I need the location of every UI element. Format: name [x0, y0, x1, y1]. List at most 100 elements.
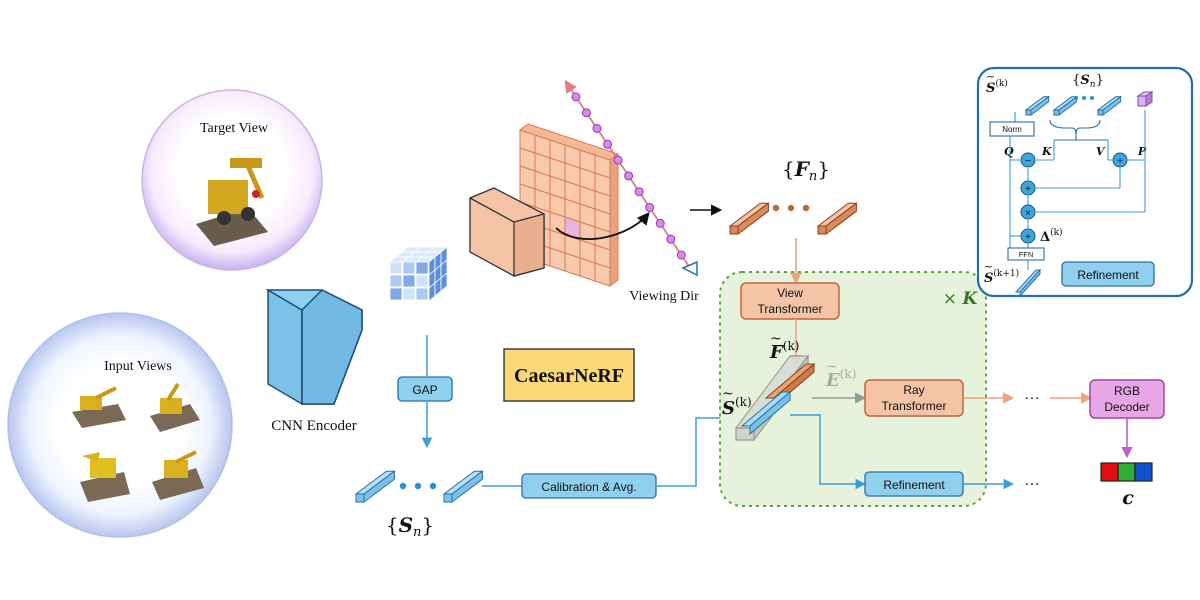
viewing-ray: [564, 79, 691, 269]
viewing-dir-icon: [681, 260, 698, 277]
ray-sample-point: [645, 203, 655, 213]
rgb-decoder-label-2: Decoder: [1104, 400, 1149, 414]
feature-vector: [354, 470, 396, 503]
combined-vector-stack: [734, 354, 816, 442]
view-transformer-label-2: Transformer: [758, 302, 823, 316]
ray-sample-point: [634, 187, 644, 197]
ray-sample-point: [571, 92, 581, 102]
ray-transformer-label-1: Ray: [903, 383, 924, 397]
input-view-thumbnail: [80, 452, 130, 502]
repeat-label: × K: [943, 289, 979, 309]
svg-text:−: −: [1025, 155, 1031, 167]
svg-text:+: +: [1117, 156, 1123, 167]
ray-sample-point: [581, 108, 591, 118]
inset-add-op: +: [1020, 228, 1036, 244]
f-n-vectors: [728, 202, 858, 235]
ray-transformer-box: Ray Transformer: [864, 379, 964, 417]
sample-arrow: [555, 212, 650, 240]
ray-sample-point: [666, 234, 676, 244]
inset-p-cube: [1136, 91, 1154, 107]
camera-frustum: [469, 187, 545, 277]
feature-vector: [728, 202, 770, 235]
cnn-encoder-block: CNN Encoder: [265, 288, 363, 434]
inset-v-label: V: [1096, 145, 1106, 158]
f-n-label: {Fn}: [782, 157, 830, 184]
calibration-box: Calibration & Avg.: [521, 473, 657, 499]
inset-k-label: K: [1041, 145, 1052, 158]
s-k-label: S(k): [722, 395, 752, 419]
cube-cell: [440, 272, 448, 292]
cube-cell: [402, 287, 416, 301]
f-k-tilde: ~: [770, 331, 782, 347]
input-view-thumbnail: [72, 386, 126, 428]
cnn-encoder-label: CNN Encoder: [271, 418, 356, 434]
gap-label: GAP: [412, 383, 437, 397]
svg-text:×: ×: [1025, 208, 1031, 219]
s-k-tilde: ~: [722, 386, 734, 402]
ray-sample-point: [592, 124, 602, 133]
s-n-label: {Sn}: [386, 513, 434, 540]
feature-cube: [388, 246, 449, 302]
inset-s-n-label: {Sn}: [1072, 73, 1104, 90]
e-k-label: E(k): [825, 367, 856, 391]
svg-text:+: +: [1025, 232, 1031, 243]
inset-delta-label: Δ(k): [1040, 227, 1063, 245]
ray-sample-point: [624, 171, 634, 181]
inset-refinement-box: Refinement: [1061, 261, 1155, 287]
title-label: CaesarNeRF: [514, 365, 624, 387]
cube-cell: [389, 287, 403, 301]
feature-vector: [442, 470, 484, 503]
f-n-ellipsis: [772, 204, 810, 212]
inset-subtract-op: −: [1020, 152, 1036, 168]
rgb-output-swatch: [1100, 462, 1153, 482]
ray-sample-point: [613, 155, 623, 165]
inset-multiply-op: ×: [1020, 204, 1036, 220]
rgb-decoder-label-1: RGB: [1114, 384, 1140, 398]
input-views-sphere: Input Views: [7, 312, 233, 538]
inset-q-label: Q: [1004, 145, 1014, 158]
cube-cell: [415, 274, 429, 288]
output-label: c: [1122, 487, 1134, 509]
cube-cell: [389, 261, 403, 275]
feature-vector: [1024, 95, 1051, 117]
s-n-vectors: [354, 470, 484, 503]
inset-s-k-tilde: ~: [986, 70, 995, 83]
input-views-label: Input Views: [104, 359, 172, 374]
inset-vectors: [1024, 95, 1123, 117]
view-transformer-label-1: View: [777, 286, 803, 300]
rgb-decoder-box: RGB Decoder: [1089, 379, 1165, 419]
target-view-sphere: Target View: [141, 89, 323, 271]
ray-sample-point: [603, 139, 613, 149]
cube-cell: [415, 261, 429, 275]
ray-sample-point: [676, 250, 686, 260]
inset-ffn-label: FFN: [1019, 250, 1034, 259]
feature-vector: [1096, 95, 1123, 117]
inset-ellipsis: [1074, 96, 1094, 100]
input-view-thumbnail: [150, 382, 200, 432]
cube-cell: [402, 274, 416, 288]
input-view-thumbnail: [152, 450, 204, 500]
refinement-inset: S(k) ~ {Sn} Norm Q K V P: [976, 66, 1194, 298]
repeat-region: × K: [719, 271, 987, 507]
inset-ffn-box: [1007, 247, 1045, 261]
feature-vector: [1052, 95, 1079, 117]
inset-output-vector: [1014, 268, 1042, 298]
gap-box: GAP: [397, 376, 453, 402]
inset-add-op: +: [1112, 152, 1128, 168]
feature-vector: [816, 202, 858, 235]
view-transformer-box: View Transformer: [740, 282, 840, 320]
svg-text:+: +: [1025, 184, 1031, 195]
calibration-label: Calibration & Avg.: [541, 480, 636, 494]
refinement-label: Refinement: [883, 478, 945, 492]
inset-s-k1-tilde: ~: [984, 260, 993, 273]
target-view-label: Target View: [200, 121, 269, 136]
target-view-thumbnail: [196, 158, 268, 246]
cube-cell: [389, 274, 403, 288]
e-k-tilde: ~: [826, 359, 838, 375]
ray-transformer-label-2: Transformer: [882, 399, 947, 413]
inset-s-k1-label: S(k+1): [984, 268, 1019, 286]
inset-refinement-label: Refinement: [1077, 268, 1139, 282]
inset-norm-box: [989, 121, 1035, 137]
ray-sample-point: [655, 218, 665, 228]
